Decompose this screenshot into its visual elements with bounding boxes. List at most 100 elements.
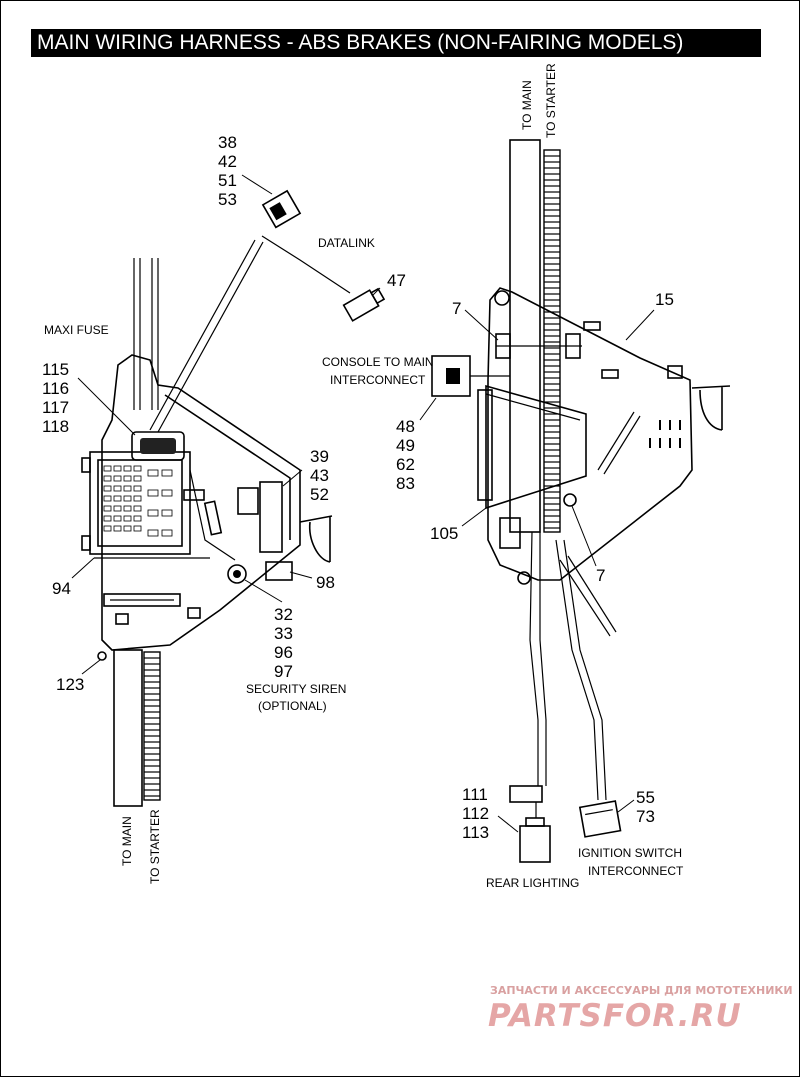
left-lower-clip-2 <box>187 607 201 619</box>
left-tray <box>101 354 301 651</box>
right-branch-wire-2 <box>567 555 617 633</box>
bracket-wire-2 <box>597 411 635 471</box>
right-main-cable <box>509 139 541 533</box>
label-49: 49 <box>396 436 415 455</box>
leader-111 <box>497 815 519 833</box>
clip-7-bottom-screw <box>563 493 577 507</box>
left-tray-inner-edge <box>164 394 291 540</box>
label-48: 48 <box>396 417 415 436</box>
ignition-connector-55 <box>578 800 622 838</box>
label-left-to-main: TO MAIN <box>120 816 134 866</box>
console-connector-48-latch <box>446 368 460 384</box>
leader-32 <box>244 579 283 603</box>
leader-123 <box>81 659 101 675</box>
left-diagonal-wire-1 <box>149 239 256 431</box>
left-lower-bracket <box>103 593 181 607</box>
right-starter-conduit-ribs <box>544 155 560 529</box>
label-console: CONSOLE TO MAIN <box>322 355 434 369</box>
label-7-top: 7 <box>452 299 461 318</box>
left-diagonal-wire-2 <box>157 241 264 433</box>
left-lower-clip-1 <box>115 613 129 625</box>
label-right-to-starter: TO STARTER <box>544 63 558 138</box>
ignition-wire-2 <box>563 539 607 801</box>
label-left-to-starter: TO STARTER <box>148 809 162 884</box>
left-clamp <box>299 515 333 563</box>
left-starter-conduit <box>143 651 161 801</box>
watermark-brand: PARTSFOR.RU <box>488 998 742 1034</box>
label-98: 98 <box>316 573 335 592</box>
tray-connector-39 <box>259 481 283 553</box>
label-105: 105 <box>430 524 458 543</box>
label-39: 39 <box>310 447 329 466</box>
fuse-clip-lower <box>81 535 91 551</box>
label-116: 116 <box>42 379 69 398</box>
leader-7-top <box>464 309 499 341</box>
ignition-wire-1 <box>555 539 599 801</box>
leader-105 <box>461 507 487 527</box>
clip-7-bottom <box>499 517 521 549</box>
leader-98 <box>289 571 313 579</box>
label-console-interconnect: INTERCONNECT <box>330 373 426 387</box>
label-97: 97 <box>274 662 293 681</box>
label-111: 111 <box>462 785 488 804</box>
leader-48 <box>419 397 437 421</box>
right-starter-conduit <box>543 149 561 533</box>
leader-38 <box>241 174 273 195</box>
fuse-slots <box>103 465 173 537</box>
label-123: 123 <box>56 675 84 694</box>
leader-7-bottom <box>571 505 597 567</box>
label-115: 115 <box>42 360 69 379</box>
leader-55 <box>617 799 635 813</box>
label-ignition-switch: IGNITION SWITCH <box>578 846 682 860</box>
right-labels: TO MAIN TO STARTER 7 15 CONSOLE TO MAIN … <box>322 63 684 890</box>
label-7-bottom: 7 <box>596 566 605 585</box>
mount-hole-123 <box>97 651 107 661</box>
leader-115 <box>77 377 136 436</box>
label-43: 43 <box>310 466 329 485</box>
rear-lighting-connector-113-cap <box>525 817 545 827</box>
fuse-clip-upper <box>81 457 91 473</box>
label-33: 33 <box>274 624 293 643</box>
left-harness-assembly <box>71 174 386 807</box>
label-112: 112 <box>462 804 489 823</box>
bracket-clip-mid <box>601 369 619 379</box>
label-83: 83 <box>396 474 415 493</box>
label-security-siren: SECURITY SIREN <box>246 682 346 696</box>
label-118: 118 <box>42 417 69 436</box>
leader-15 <box>625 309 655 341</box>
label-73: 73 <box>636 807 655 826</box>
cone-detail-1 <box>485 393 581 421</box>
rear-lighting-connector-111 <box>509 785 543 803</box>
label-62: 62 <box>396 455 415 474</box>
label-53: 53 <box>218 190 237 209</box>
left-labels: 38 42 51 53 DATALINK 47 MAXI FUSE 115 11… <box>42 133 406 884</box>
mount-hole-bottom <box>517 571 531 585</box>
rear-lighting-wire-2 <box>539 532 547 786</box>
label-datalink: DATALINK <box>318 236 375 250</box>
maxi-fuse-body <box>140 438 176 454</box>
datalink-connector-47 <box>342 287 386 322</box>
maxi-fuse <box>131 431 185 461</box>
label-security-siren-optional: (OPTIONAL) <box>258 699 327 713</box>
label-32: 32 <box>274 605 293 624</box>
tray-connector-b <box>203 500 223 536</box>
left-starter-conduit-ribs <box>144 657 160 797</box>
label-rear-lighting: REAR LIGHTING <box>486 876 579 890</box>
right-branch-wire-1 <box>559 559 611 637</box>
label-15: 15 <box>655 290 674 309</box>
connector-38 <box>261 189 302 229</box>
label-right-to-main: TO MAIN <box>520 80 534 130</box>
label-113: 113 <box>462 823 489 842</box>
page-title: MAIN WIRING HARNESS - ABS BRAKES (NON-FA… <box>31 29 761 57</box>
right-clamp <box>691 385 731 431</box>
bracket-wire-1 <box>603 415 641 475</box>
bracket-grille <box>649 420 681 448</box>
datalink-wire <box>261 235 351 294</box>
right-bracket <box>487 287 693 581</box>
leader-94 <box>71 557 95 579</box>
siren-connector-pin <box>233 570 241 578</box>
cone-flange <box>477 389 493 501</box>
right-harness-assembly <box>419 139 731 863</box>
label-42: 42 <box>218 152 237 171</box>
label-47: 47 <box>387 271 406 290</box>
